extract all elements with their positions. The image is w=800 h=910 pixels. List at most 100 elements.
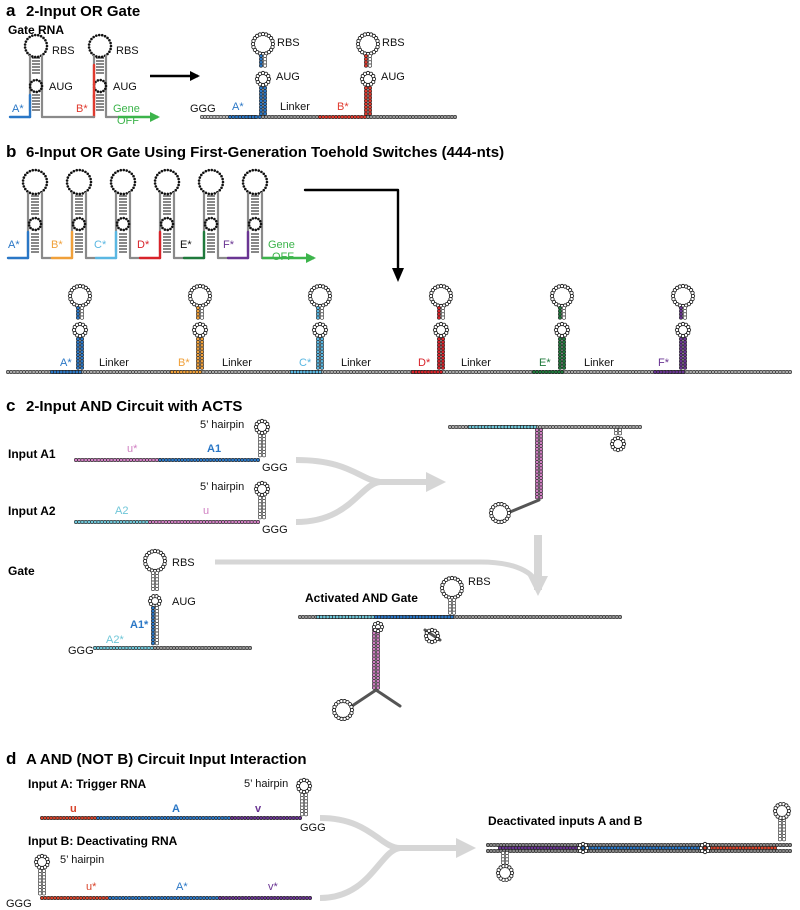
bead [258, 98, 263, 103]
bead [447, 424, 452, 429]
bead [155, 628, 160, 633]
bead [258, 95, 263, 100]
bead [262, 98, 267, 103]
bead [257, 443, 262, 448]
bead [569, 848, 574, 853]
bead [258, 111, 263, 116]
bead [634, 369, 639, 374]
bead [174, 172, 178, 176]
bead [159, 224, 163, 227]
bead [117, 218, 120, 222]
v-star-strand [218, 895, 312, 900]
bead [371, 647, 376, 652]
bead [589, 614, 594, 619]
bead [444, 324, 449, 330]
bead [353, 115, 358, 120]
bead [781, 830, 786, 835]
bead [340, 115, 345, 120]
bead [73, 226, 76, 230]
bead [596, 424, 601, 429]
bead [484, 424, 489, 429]
b-switch-loop [109, 168, 137, 196]
bead [319, 359, 324, 364]
rbs-label: RBS [116, 45, 139, 57]
product-loop [67, 283, 93, 309]
bead [175, 815, 180, 820]
bead [26, 171, 29, 175]
bead [544, 614, 549, 619]
bead [595, 848, 600, 853]
bead [198, 895, 203, 900]
bead [40, 84, 44, 88]
bead [95, 895, 100, 900]
bead [378, 622, 383, 627]
bead [76, 340, 81, 345]
bead [125, 169, 129, 172]
bead [175, 895, 180, 900]
bead [557, 312, 562, 317]
bead [78, 228, 82, 232]
bead [777, 824, 782, 829]
bead [26, 51, 29, 55]
u-strand [39, 815, 101, 820]
bead [547, 614, 552, 619]
bead [385, 115, 390, 120]
bead [221, 177, 224, 181]
bead [125, 217, 128, 221]
domain-strand [531, 369, 564, 374]
bead [440, 340, 445, 345]
bead [258, 89, 263, 94]
bead [200, 365, 205, 370]
bead [199, 173, 203, 177]
bead [323, 324, 328, 330]
bead [282, 895, 287, 900]
bead [303, 799, 308, 804]
bead [201, 895, 206, 900]
bead [254, 216, 258, 220]
bead [120, 895, 125, 900]
bead [85, 895, 90, 900]
bead [246, 815, 251, 820]
bead [72, 169, 76, 173]
bead [499, 369, 504, 374]
bead [436, 365, 441, 370]
bead [461, 614, 466, 619]
bead [338, 614, 343, 619]
bead [621, 438, 626, 444]
bead [514, 848, 519, 853]
bead [611, 369, 616, 374]
bead [171, 225, 174, 229]
bead [254, 192, 258, 196]
bead [138, 519, 143, 524]
bead [561, 336, 566, 341]
bead [89, 177, 92, 181]
bead [524, 848, 529, 853]
bead [203, 224, 207, 227]
bead [262, 108, 267, 113]
bead [339, 369, 344, 374]
bead [227, 895, 232, 900]
bead [592, 848, 597, 853]
bead [557, 424, 562, 429]
bead [81, 169, 85, 172]
bead [315, 315, 320, 320]
bead [480, 614, 485, 619]
bead [248, 645, 253, 650]
bead [492, 842, 497, 847]
bead [682, 356, 687, 361]
bead [694, 848, 699, 853]
bead [678, 362, 683, 367]
domain-b-star: B* [51, 239, 63, 251]
bead [41, 891, 46, 896]
bead [714, 369, 719, 374]
bead [196, 305, 201, 310]
bead [682, 349, 687, 354]
bead [254, 115, 259, 120]
bead [31, 55, 34, 58]
bead [726, 848, 731, 853]
bead [538, 463, 543, 468]
bead [457, 614, 462, 619]
bead [332, 614, 337, 619]
bead [714, 848, 719, 853]
bead [304, 614, 309, 619]
